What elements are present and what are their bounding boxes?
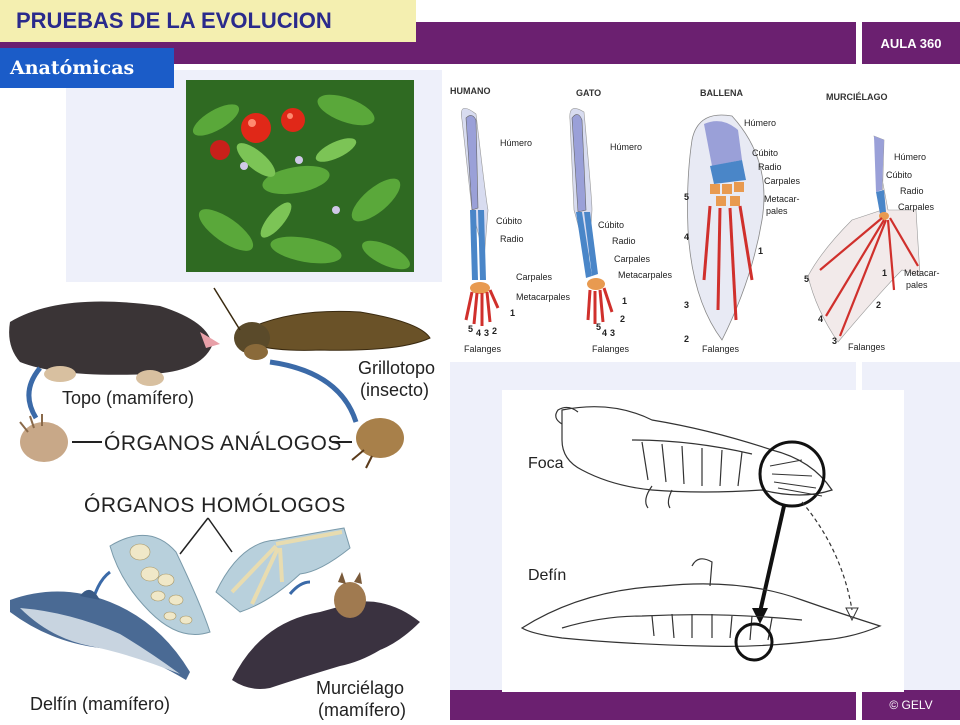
cat-digit-3: 3 [610, 328, 615, 338]
cat-label-carpales: Carpales [614, 254, 651, 264]
whale-flipper [687, 114, 765, 341]
cat-label-metacarpales: Metacarpales [618, 270, 673, 280]
dashed-arrowhead [845, 607, 859, 622]
whale-label-falanges: Falanges [702, 344, 740, 354]
whale-label-cubito: Cúbito [752, 148, 778, 158]
human-digit-1: 1 [510, 308, 515, 318]
mole-label: Topo (mamífero) [62, 388, 194, 408]
cat-leg [569, 108, 614, 324]
dolphin-flipper-bones [109, 534, 211, 635]
footer-bar [450, 690, 856, 720]
bat-wing-bones [215, 527, 351, 613]
cat-digit-4: 4 [602, 328, 607, 338]
cat-digit-5: 5 [596, 322, 601, 332]
cricket-label-2: (insecto) [360, 380, 429, 400]
slide-title: PRUEBAS DE LA EVOLUCION [0, 0, 416, 42]
whale-label-radio: Radio [758, 162, 782, 172]
human-label-radio: Radio [500, 234, 524, 244]
dolphin-label: Delfín (mamífero) [30, 694, 170, 714]
copyright: © GELV [862, 690, 960, 720]
cat-label-radio: Radio [612, 236, 636, 246]
cricket-arrow [269, 359, 359, 423]
seal-circle [758, 440, 826, 508]
human-digit-3: 3 [484, 328, 489, 338]
dolphin-illustration [10, 589, 190, 680]
limb-homology-diagram: HUMANO GATO BALLENA MURCIÉLAGO Húmero Cú… [442, 80, 960, 362]
human-digit-4: 4 [476, 328, 481, 338]
seal-skeleton [555, 406, 833, 509]
bat-label-metacar: Metacar- [904, 268, 940, 278]
skeleton-diagram: Foca Defín [502, 390, 904, 692]
cat-label-humero: Húmero [610, 142, 642, 152]
whale-digit-5: 5 [684, 192, 689, 202]
bat-label-radio: Radio [900, 186, 924, 196]
bat-wing [807, 135, 921, 343]
bat-illustration [232, 572, 420, 689]
cat-digit-1: 1 [622, 296, 627, 306]
bat-label-2: (mamífero) [318, 700, 406, 720]
whale-digit-1: 1 [758, 246, 763, 256]
human-label-humero: Húmero [500, 138, 532, 148]
column-whale: BALLENA [700, 88, 743, 98]
analogous-label: ÓRGANOS ANÁLOGOS [104, 432, 342, 455]
whale-label-carpales: Carpales [764, 176, 801, 186]
mole-paw [19, 414, 68, 462]
human-label-falanges: Falanges [464, 344, 502, 354]
cat-label-cubito: Cúbito [598, 220, 624, 230]
mole-arrow [26, 366, 42, 420]
bat-digit-4: 4 [818, 314, 823, 324]
bat-label-pales: pales [906, 280, 928, 290]
organs-diagram: Topo (mamífero) Grillotopo (insecto) ÓRG… [0, 282, 450, 720]
dashed-arrow [801, 501, 853, 611]
whale-digit-3: 3 [684, 300, 689, 310]
connector-arrow [758, 505, 786, 613]
cat-digit-2: 2 [620, 314, 625, 324]
dolphin-circle [734, 622, 774, 662]
cat-label-falanges: Falanges [592, 344, 630, 354]
cricket-illustration [213, 287, 431, 360]
bat-label-cubito: Cúbito [886, 170, 912, 180]
aula-label: AULA 360 [862, 22, 960, 64]
dolphin-skeleton [520, 558, 882, 647]
column-human: HUMANO [450, 86, 491, 96]
bat-digit-2: 2 [876, 300, 881, 310]
homologous-label: ÓRGANOS HOMÓLOGOS [84, 494, 346, 517]
human-label-cubito: Cúbito [496, 216, 522, 226]
column-cat: GATO [576, 88, 601, 98]
bat-digit-1: 1 [882, 268, 887, 278]
human-label-carpales: Carpales [516, 272, 553, 282]
bat-digit-3: 3 [832, 336, 837, 346]
bat-label-1: Murciélago [316, 678, 404, 698]
whale-digit-4: 4 [684, 232, 689, 242]
bat-digit-5: 5 [804, 274, 809, 284]
cricket-paw [351, 418, 404, 469]
seal-label: Foca [528, 455, 564, 472]
connector-arrowhead [752, 608, 768, 624]
whale-label-humero: Húmero [744, 118, 776, 128]
seal-flipper-bones [769, 459, 823, 497]
human-digit-5: 5 [468, 324, 473, 334]
human-label-metacarpales: Metacarpales [516, 292, 571, 302]
dolphin-label: Defín [528, 567, 566, 584]
column-bat: MURCIÉLAGO [826, 92, 888, 102]
bat-arrow [288, 580, 311, 595]
human-arm [461, 107, 500, 326]
whale-label-metacar: Metacar- [764, 194, 800, 204]
bat-label-falanges: Falanges [848, 342, 886, 352]
bat-label-carpales: Carpales [898, 202, 935, 212]
whale-label-pales: pales [766, 206, 788, 216]
slide-subtitle: Anatómicas [0, 48, 174, 88]
bat-label-humero: Húmero [894, 152, 926, 162]
human-digit-2: 2 [492, 326, 497, 336]
mole-illustration [9, 301, 220, 386]
cricket-label-1: Grillotopo [358, 358, 435, 378]
whale-digit-2: 2 [684, 334, 689, 344]
plant-photo [186, 80, 414, 272]
